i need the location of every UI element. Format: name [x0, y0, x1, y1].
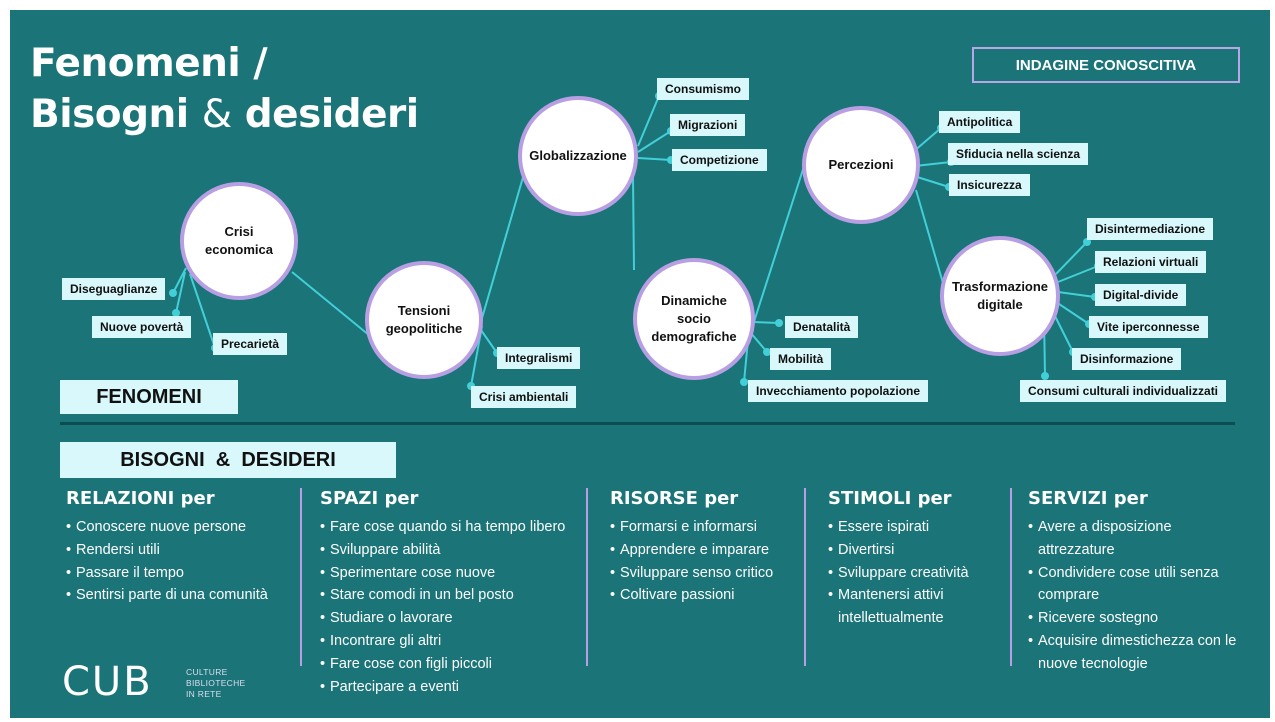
section-bisogni-desideri: BISOGNI & DESIDERI — [60, 442, 396, 478]
link-globalizzazione-dinamiche — [632, 175, 635, 271]
label-sfiducia: Sfiducia nella scienza — [948, 143, 1089, 165]
title-ampersand: & — [201, 92, 232, 137]
list-item: Coltivare passioni — [610, 584, 800, 607]
list-item: Mantenersi attivi intellettualmente — [828, 584, 998, 630]
column-servizi: SERVIZI per Avere a disposizione attrezz… — [1028, 488, 1248, 676]
column-servizi-list: Avere a disposizione attrezzature Condiv… — [1028, 516, 1248, 676]
section-fenomeni: FENOMENI — [60, 380, 238, 414]
link-crisi-tensioni — [291, 271, 376, 341]
label-diseguaglianze: Diseguaglianze — [62, 278, 166, 300]
node-tensioni-label: Tensioni geopolitiche — [385, 303, 463, 336]
list-item: Fare cose con figli piccoli — [320, 653, 590, 676]
indagine-tag: INDAGINE CONOSCITIVA — [972, 47, 1240, 83]
column-spazi-list: Fare cose quando si ha tempo libero Svil… — [320, 516, 590, 698]
label-precarieta: Precarietà — [213, 333, 288, 355]
logo-line-1: CULTURE — [186, 667, 228, 677]
column-relazioni: RELAZIONI per Conoscere nuove persone Re… — [66, 488, 296, 607]
label-nuove-poverta: Nuove povertà — [92, 316, 192, 338]
node-tensioni-geopolitiche: Tensioni geopolitiche — [365, 261, 483, 379]
label-antipolitica: Antipolitica — [939, 111, 1021, 133]
logo-line-2: BIBLIOTECHE — [186, 678, 246, 688]
link-tensioni-globalizzazione — [477, 159, 529, 333]
list-item: Sperimentare cose nuove — [320, 562, 590, 585]
list-item: Acquisire dimestichezza con le nuove tec… — [1028, 630, 1248, 676]
column-servizi-title: SERVIZI per — [1028, 488, 1148, 509]
list-item: Incontrare gli altri — [320, 630, 590, 653]
node-percezioni: Percezioni — [802, 106, 920, 224]
node-trasformazione-digitale: Trasformazione digitale — [940, 236, 1060, 356]
label-disintermediazione: Disintermediazione — [1087, 218, 1214, 240]
label-invecchiamento: Invecchiamento popolazione — [748, 380, 929, 402]
list-item: Sentirsi parte di una comunità — [66, 584, 296, 607]
list-item: Condividere cose utili senza comprare — [1028, 562, 1248, 608]
list-item: Conoscere nuove persone — [66, 516, 296, 539]
list-item: Fare cose quando si ha tempo libero — [320, 516, 590, 539]
label-insicurezza: Insicurezza — [949, 174, 1030, 196]
node-dinamiche-socio-demografiche: Dinamiche socio demografiche — [633, 258, 755, 380]
cub-logo: CUB — [62, 659, 153, 705]
list-item: Rendersi utili — [66, 539, 296, 562]
list-item: Sviluppare creatività — [828, 562, 998, 585]
label-consumismo: Consumismo — [657, 78, 750, 100]
link-percezioni-trasformazione — [915, 189, 946, 291]
page-title: Fenomeni / Bisogni & desideri — [30, 38, 419, 140]
column-relazioni-title: RELAZIONI per — [66, 488, 215, 509]
label-migrazioni: Migrazioni — [670, 114, 746, 136]
column-stimoli-title: STIMOLI per — [828, 488, 952, 509]
column-spazi: SPAZI per Fare cose quando si ha tempo l… — [320, 488, 590, 698]
column-separator — [586, 488, 588, 666]
column-risorse: RISORSE per Formarsi e informarsi Appren… — [610, 488, 800, 607]
label-competizione: Competizione — [672, 149, 767, 171]
column-relazioni-list: Conoscere nuove persone Rendersi utili P… — [66, 516, 296, 607]
label-consumi-culturali: Consumi culturali individualizzati — [1020, 380, 1227, 402]
column-risorse-title: RISORSE per — [610, 488, 739, 509]
cub-logo-subtitle: CULTURE BIBLIOTECHE IN RETE — [186, 667, 246, 700]
list-item: Sviluppare senso critico — [610, 562, 800, 585]
column-separator — [300, 488, 302, 666]
list-item: Ricevere sostegno — [1028, 607, 1248, 630]
title-word-desideri: desideri — [244, 92, 419, 137]
label-vite-iperconnesse: Vite iperconnesse — [1089, 316, 1208, 338]
list-item: Avere a disposizione attrezzature — [1028, 516, 1248, 562]
list-item: Formarsi e informarsi — [610, 516, 800, 539]
list-item: Partecipare a eventi — [320, 676, 590, 699]
node-dinamiche-label: Dinamiche socio demografiche — [651, 293, 737, 344]
column-risorse-list: Formarsi e informarsi Apprendere e impar… — [610, 516, 800, 607]
label-digital-divide: Digital-divide — [1095, 284, 1187, 306]
divider-line — [60, 422, 1235, 425]
label-integralismi: Integralismi — [497, 347, 581, 369]
node-globalizzazione-label: Globalizzazione — [529, 148, 627, 163]
title-line-2: Bisogni & desideri — [30, 89, 419, 140]
node-trasformazione-label: Trasformazione digitale — [951, 279, 1049, 312]
node-crisi-economica: Crisi economica — [180, 182, 298, 300]
column-stimoli-list: Essere ispirati Divertirsi Sviluppare cr… — [828, 516, 998, 630]
list-item: Apprendere e imparare — [610, 539, 800, 562]
title-word-bisogni: Bisogni — [30, 92, 189, 137]
list-item: Sviluppare abilità — [320, 539, 590, 562]
list-item: Passare il tempo — [66, 562, 296, 585]
label-disinformazione: Disinformazione — [1072, 348, 1182, 370]
label-relazioni-virtuali: Relazioni virtuali — [1095, 251, 1207, 273]
column-spazi-title: SPAZI per — [320, 488, 419, 509]
node-crisi-label: Crisi economica — [205, 224, 273, 257]
list-item: Studiare o lavorare — [320, 607, 590, 630]
list-item: Essere ispirati — [828, 516, 998, 539]
label-denatalita: Denatalità — [785, 316, 859, 338]
column-separator — [1010, 488, 1012, 666]
label-mobilita: Mobilità — [770, 348, 832, 370]
column-separator — [804, 488, 806, 666]
node-percezioni-label: Percezioni — [828, 157, 894, 172]
list-item: Divertirsi — [828, 539, 998, 562]
title-line-1: Fenomeni / — [30, 41, 268, 86]
logo-line-3: IN RETE — [186, 689, 222, 699]
column-stimoli: STIMOLI per Essere ispirati Divertirsi S… — [828, 488, 998, 630]
link-dinamiche-percezioni — [751, 159, 807, 329]
node-globalizzazione: Globalizzazione — [518, 96, 638, 216]
list-item: Stare comodi in un bel posto — [320, 584, 590, 607]
slide: Fenomeni / Bisogni & desideri INDAGINE C… — [10, 10, 1270, 718]
label-crisi-ambientali: Crisi ambientali — [471, 386, 577, 408]
